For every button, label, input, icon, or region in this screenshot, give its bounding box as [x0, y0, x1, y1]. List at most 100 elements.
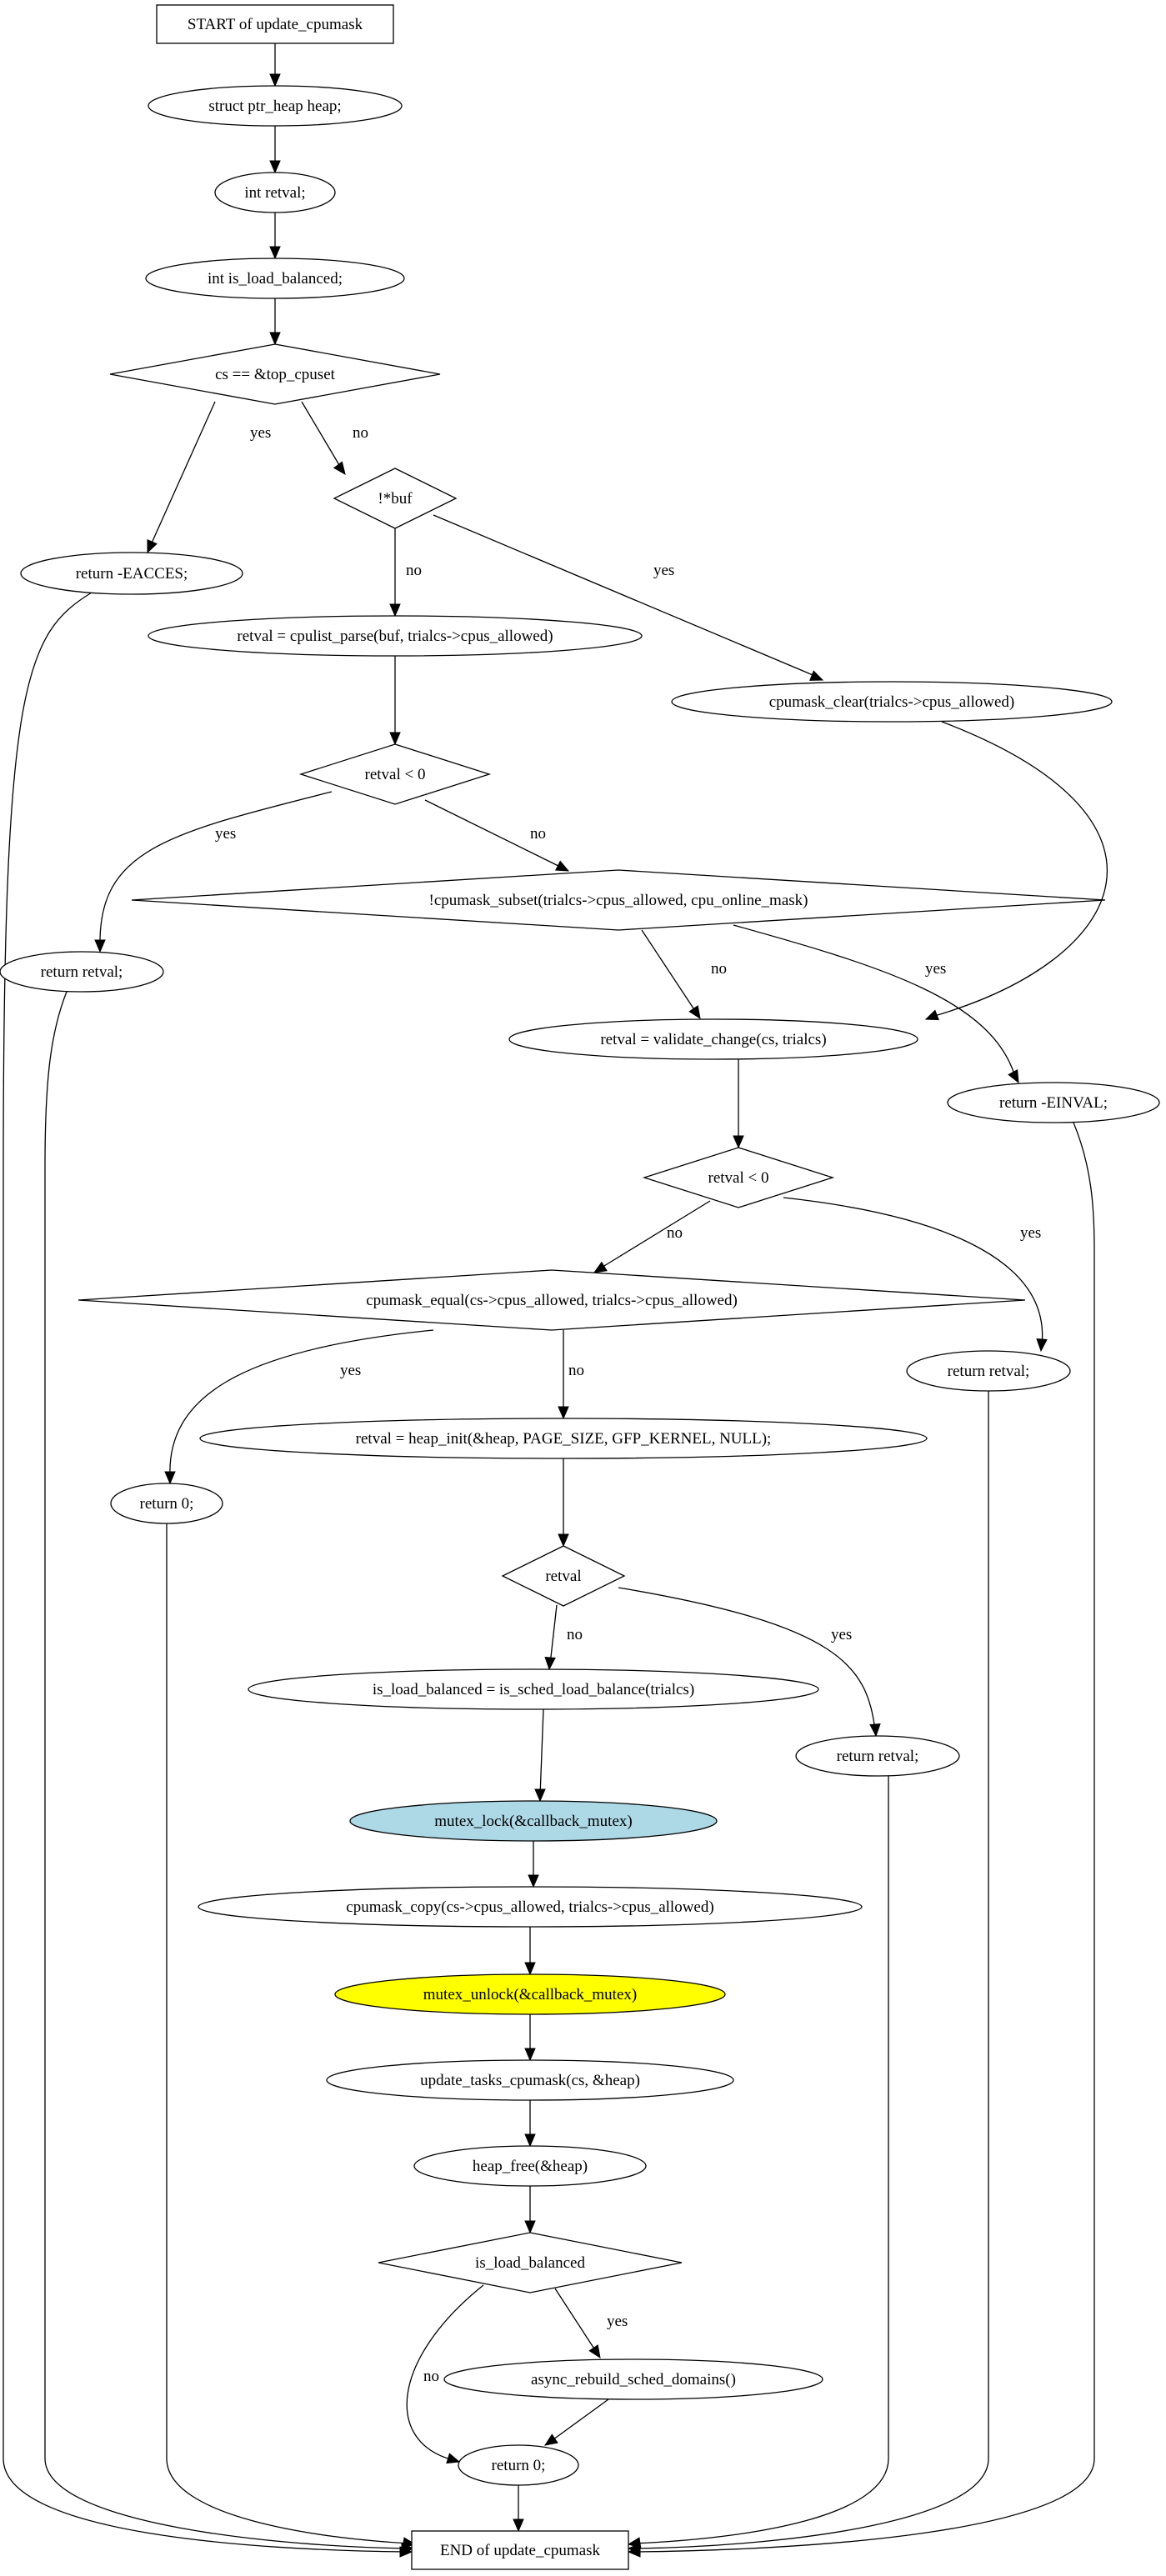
- edge-d_rv2-to-ret_rv2: yes: [783, 1197, 1048, 1353]
- edge-update-to-hfree: [524, 2100, 536, 2148]
- diamond-shape: [131, 869, 1106, 931]
- edge-line-36: [633, 1391, 989, 2549]
- edge-arrowhead-1: [269, 160, 281, 174]
- ellipse-shape: [671, 681, 1113, 723]
- node-d-rv3: retval: [501, 1545, 626, 1607]
- edge-label-no: no: [423, 2368, 439, 2385]
- node-label: retval = validate_change(cs, trialcs): [600, 1031, 826, 1048]
- node-rebuild: async_rebuild_sched_domains(): [443, 2358, 823, 2400]
- node-label: cpumask_equal(cs->cpus_allowed, trialcs-…: [366, 1292, 738, 1309]
- ellipse-shape: [326, 2059, 734, 2101]
- edge-line-33: [44, 991, 409, 2549]
- edge-label-no: no: [667, 1224, 683, 1242]
- edge-d_islb-to-rebuild: yes: [554, 2288, 628, 2359]
- edge-islb_decl-to-d_top: [269, 298, 281, 346]
- edge-arrowhead-11: [924, 1009, 939, 1021]
- node-heapinit: retval = heap_init(&heap, PAGE_SIZE, GFP…: [199, 1418, 928, 1459]
- edge-d_rv1-to-ret_rv1: yes: [94, 791, 333, 953]
- edge-arrowhead-26: [524, 2133, 536, 2148]
- node-label: retval < 0: [708, 1169, 769, 1187]
- node-label: retval < 0: [365, 766, 426, 783]
- node-islb-decl: int is_load_balanced;: [145, 258, 405, 299]
- edge-retval_decl-to-islb_decl: [269, 213, 281, 260]
- ellipse-shape: [906, 1350, 1071, 1392]
- edge-heapinit-to-d_rv3: [558, 1458, 569, 1548]
- node-label: retval = cpulist_parse(buf, trialcs->cpu…: [237, 628, 553, 645]
- node-label: return retval;: [837, 1748, 919, 1765]
- edge-clear-to-validate: [924, 721, 1108, 1021]
- edge-arrowhead-28: [588, 2344, 601, 2359]
- edge-arrowhead-37: [627, 2546, 641, 2558]
- edge-copy-to-unlock: [524, 1927, 536, 1976]
- edge-line-30: [549, 2398, 609, 2443]
- node-label: cs == &top_cpuset: [215, 366, 336, 383]
- edge-unlock-to-update: [524, 2014, 536, 2062]
- edge-ret_rv1-to-end: [44, 991, 415, 2554]
- edge-arrowhead-23: [528, 1874, 539, 1888]
- edge-d_buf-to-parse: no: [389, 528, 422, 618]
- node-ret-rv1: return retval;: [0, 951, 164, 993]
- edge-arrowhead-2: [269, 246, 281, 260]
- edge-hfree-to-d_islb: [524, 2186, 536, 2234]
- node-validate: retval = validate_change(cs, trialcs): [508, 1018, 918, 1060]
- edge-start-to-heap_decl: [269, 43, 281, 88]
- edge-label-no: no: [353, 424, 368, 442]
- node-label: retval: [545, 1568, 581, 1585]
- edge-line-12: [641, 929, 698, 1014]
- node-label: END of update_cpumask: [440, 2542, 601, 2559]
- edge-arrowhead-31: [513, 2518, 524, 2533]
- edge-arrowhead-9: [94, 939, 106, 953]
- edge-arrowhead-17: [164, 1471, 176, 1485]
- node-label: return 0;: [492, 2457, 546, 2474]
- node-label: retval = heap_init(&heap, PAGE_SIZE, GFP…: [356, 1430, 772, 1448]
- ellipse-shape: [349, 1800, 718, 1842]
- edge-line-32: [3, 592, 408, 2553]
- edge-d_rv2-to-d_equal: no: [593, 1200, 711, 1273]
- node-ret-rv2: return retval;: [906, 1350, 1071, 1392]
- ellipse-shape: [198, 1886, 863, 1928]
- edge-arrowhead-30: [543, 2433, 558, 2446]
- node-label: cpumask_copy(cs->cpus_allowed, trialcs->…: [346, 1898, 713, 1916]
- edge-d_equal-to-heapinit: no: [558, 1330, 584, 1420]
- node-label: return -EINVAL;: [999, 1094, 1108, 1112]
- node-retval-decl: int retval;: [214, 172, 336, 213]
- node-label: int is_load_balanced;: [208, 270, 343, 288]
- diamond-shape: [501, 1545, 626, 1607]
- edge-arrowhead-27: [524, 2220, 536, 2234]
- edge-line-20: [549, 1604, 558, 1665]
- edge-arrowhead-29: [446, 2453, 461, 2464]
- node-update: update_tasks_cpumask(cs, &heap): [326, 2059, 734, 2101]
- edge-d_top-to-d_buf: no: [301, 401, 368, 476]
- edge-label-no: no: [711, 960, 727, 978]
- node-ret-eacces: return -EACCES;: [20, 552, 243, 595]
- node-ret-einval: return -EINVAL;: [947, 1082, 1160, 1123]
- ellipse-shape: [443, 2358, 823, 2400]
- edge-label-yes: yes: [215, 825, 236, 843]
- ellipse-shape: [334, 1973, 726, 2015]
- edge-line-22: [539, 1708, 544, 1797]
- edge-d_rv3-to-ret_rv3: yes: [618, 1587, 881, 1738]
- edge-line-16: [783, 1197, 1043, 1346]
- edge-arrowhead-6: [389, 603, 401, 618]
- node-islb: is_load_balanced = is_sched_load_balance…: [248, 1668, 819, 1710]
- edge-line-15: [599, 1200, 711, 1269]
- edge-validate-to-d_rv2: [733, 1059, 744, 1149]
- diamond-shape: [642, 1147, 835, 1208]
- edge-label-no: no: [530, 825, 546, 843]
- edge-label-yes: yes: [925, 960, 946, 978]
- edge-ret_einval-to-end: [627, 1122, 1095, 2558]
- node-d-top: cs == &top_cpuset: [109, 343, 441, 405]
- edge-label-yes: yes: [653, 562, 674, 579]
- ellipse-shape: [458, 2444, 579, 2486]
- ellipse-shape: [148, 615, 643, 657]
- edge-line-35: [633, 1776, 889, 2544]
- edge-rebuild-to-ret_zero2: [543, 2398, 609, 2446]
- node-label: update_tasks_cpumask(cs, &heap): [420, 2072, 640, 2089]
- edge-line-7: [433, 514, 818, 678]
- diamond-shape: [109, 343, 441, 405]
- edge-arrowhead-24: [524, 1962, 536, 1976]
- edge-line-11: [931, 721, 1108, 1018]
